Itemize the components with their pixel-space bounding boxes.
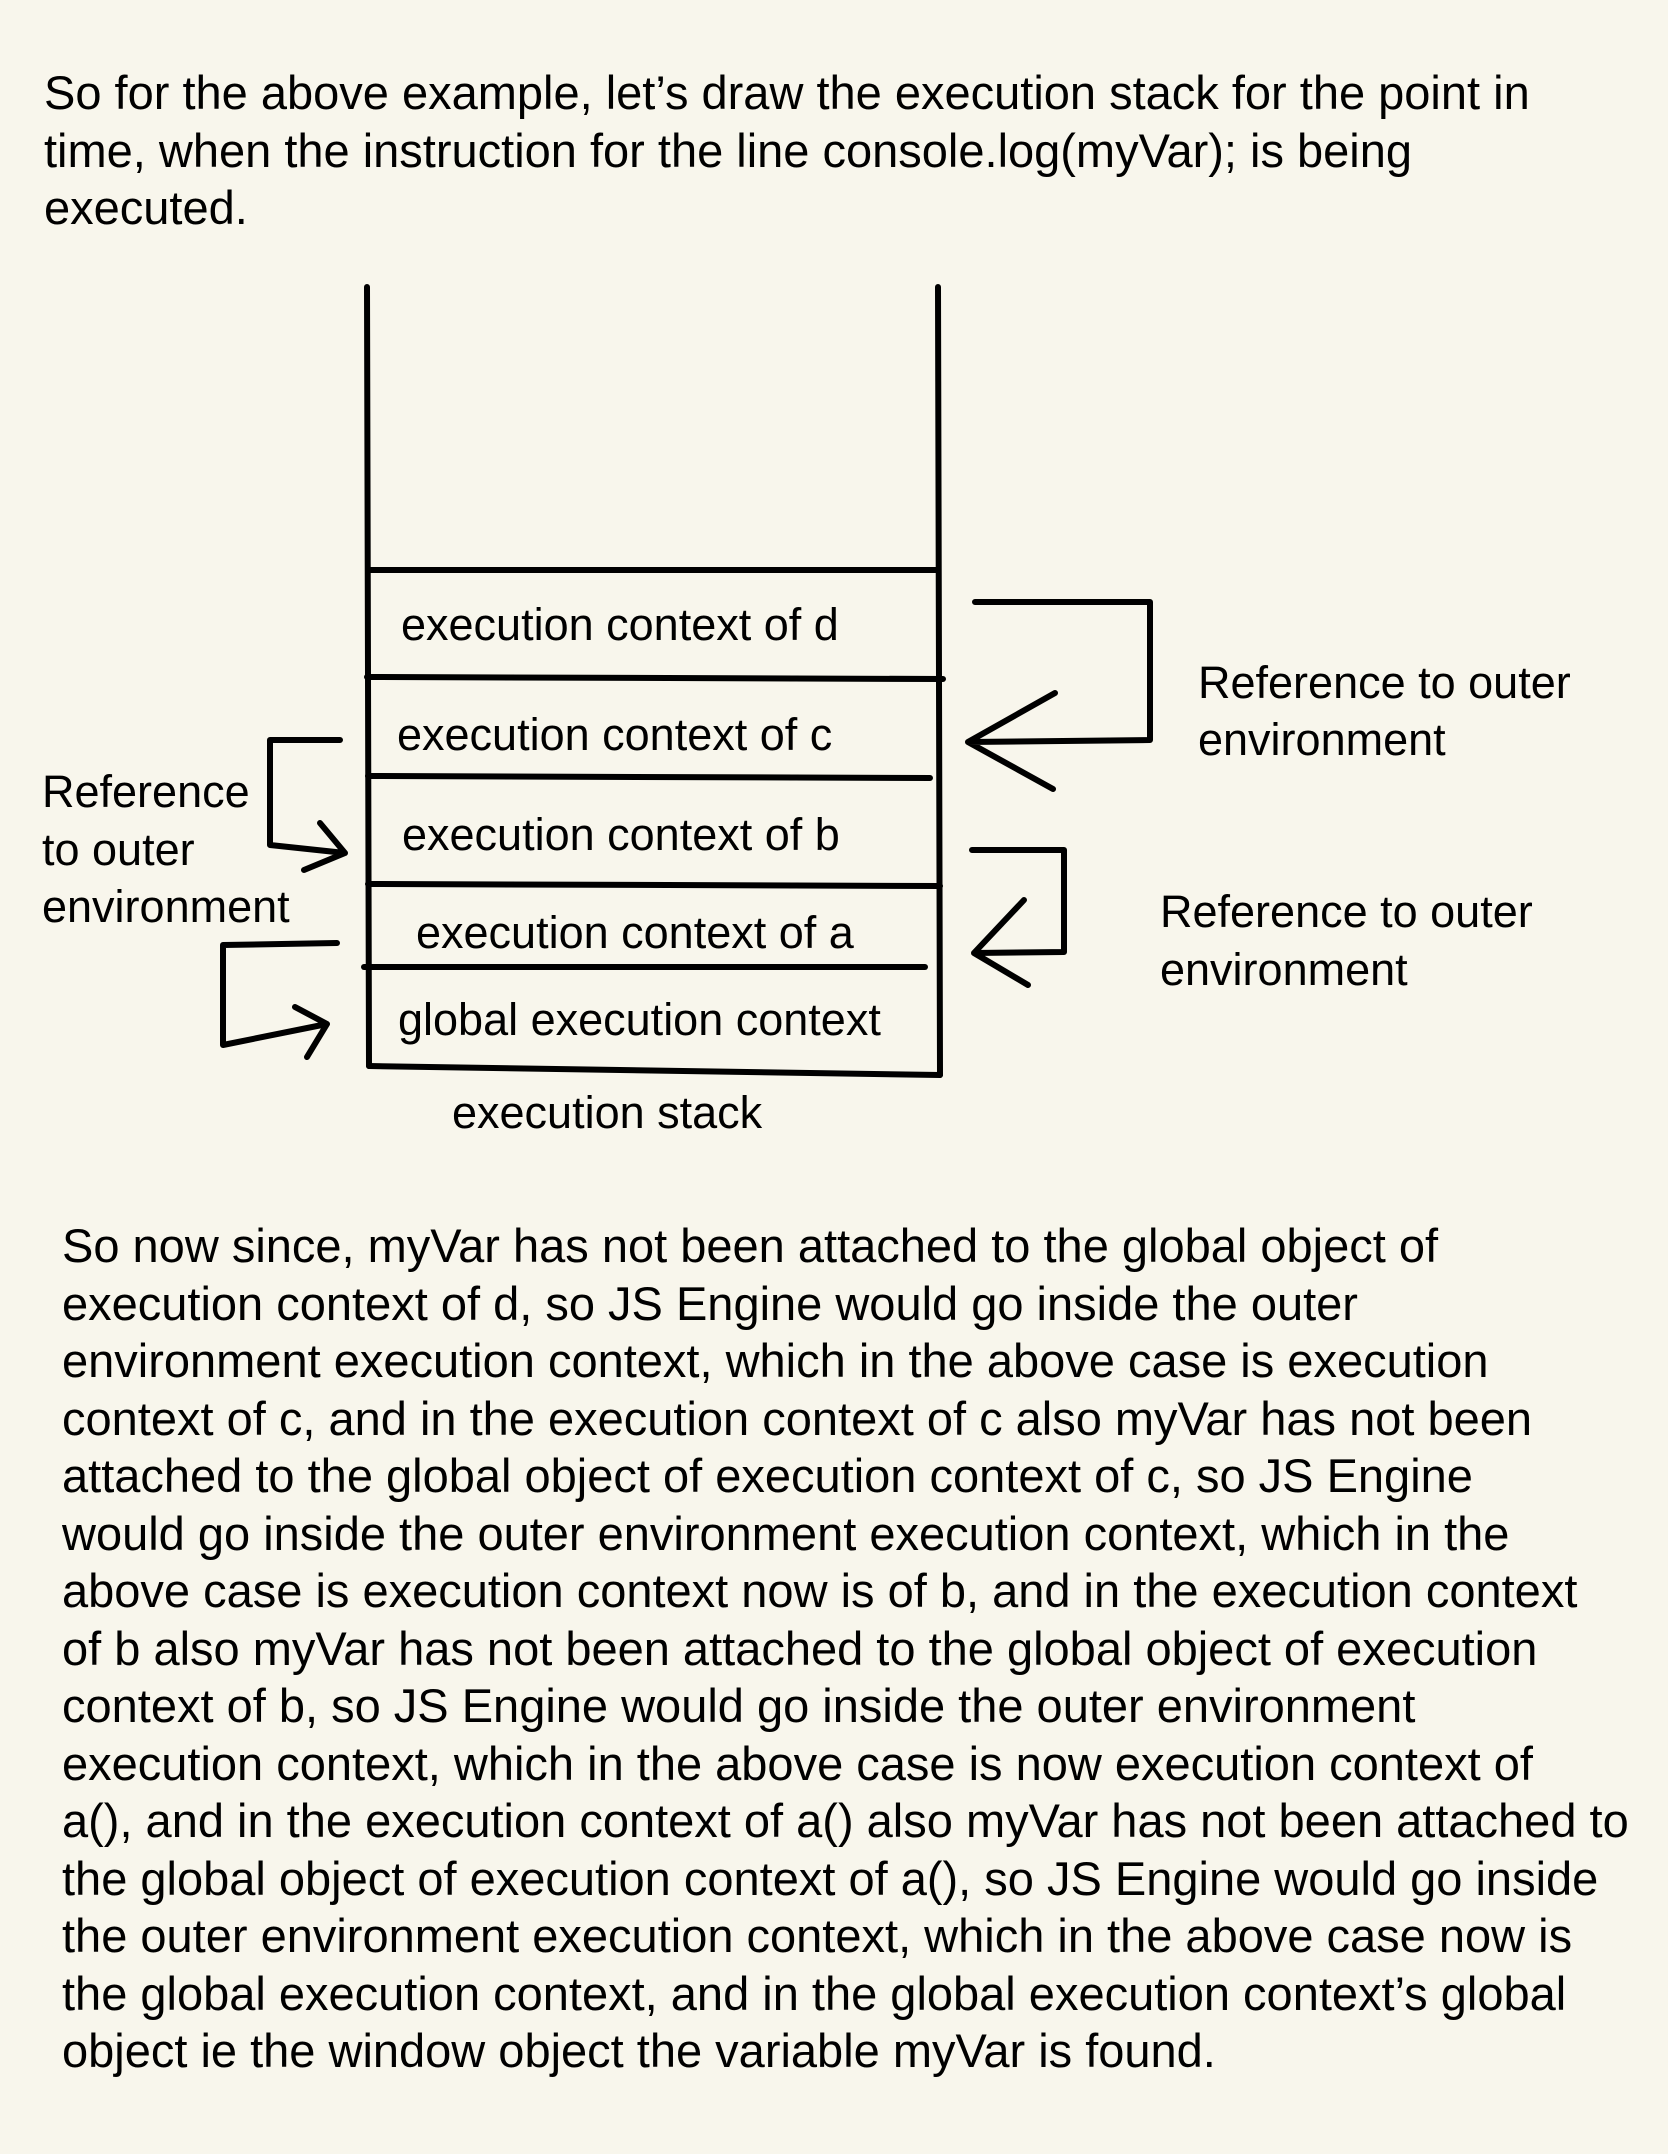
intro-line: time, when the instruction for the line … <box>44 123 1413 177</box>
annotation-line: to outer <box>42 824 195 875</box>
explanation-line: execution context of d, so JS Engine wou… <box>62 1276 1358 1330</box>
explanation-line: would go inside the outer environment ex… <box>62 1506 1510 1560</box>
outer-reference-arrow-c-to-b <box>267 737 348 873</box>
execution-stack-diagram: execution context of d execution context… <box>42 284 1571 1138</box>
annotation-line: Reference <box>42 766 250 817</box>
stack-divider <box>364 674 946 682</box>
explanation-line: the global object of execution context o… <box>62 1851 1599 1905</box>
explanation-line: environment execution context, which in … <box>62 1334 1489 1387</box>
annotation-line: Reference to outer <box>1198 657 1571 708</box>
explanation-line: above case is execution context now is o… <box>62 1564 1578 1617</box>
outer-reference-annotation-upper: Reference to outer environment <box>1198 657 1571 765</box>
stack-frame-label: execution context of b <box>402 809 840 860</box>
intro-line: executed. <box>44 181 248 234</box>
stack-base <box>366 1063 943 1078</box>
stack-frame-label: execution context of d <box>401 599 839 650</box>
stack-frame-label: execution context of a <box>416 907 855 958</box>
intro-paragraph: So for the above example, let’s draw the… <box>44 64 1530 237</box>
annotation-line: environment <box>42 881 290 932</box>
explanation-line: execution context, which in the above ca… <box>62 1736 1533 1790</box>
stack-frame-label: global execution context <box>398 994 881 1045</box>
explanation-line: a(), and in the execution context of a()… <box>62 1794 1629 1847</box>
explanation-line: context of b, so JS Engine would go insi… <box>62 1679 1416 1732</box>
explanation-line: of b also myVar has not been attached to… <box>62 1621 1538 1675</box>
outer-reference-annotation-left: Reference to outer environment <box>42 766 290 932</box>
outer-reference-arrow-a-to-global <box>220 940 340 1060</box>
explanation-paragraph: So now since, myVar has not been attache… <box>62 1217 1629 2080</box>
annotation-line: Reference to outer <box>1160 886 1533 937</box>
outer-reference-arrow-d-to-c <box>965 599 1153 792</box>
intro-line: So for the above example, let’s draw the… <box>44 66 1530 119</box>
explanation-line: the global execution context, and in the… <box>62 1966 1567 2020</box>
explanation-line: context of c, and in the execution conte… <box>62 1391 1533 1445</box>
annotation-line: environment <box>1198 714 1446 765</box>
stack-caption: execution stack <box>452 1087 763 1138</box>
explanation-line: the outer environment execution context,… <box>62 1909 1573 1962</box>
explanation-line: object ie the window object the variable… <box>62 2024 1216 2077</box>
stack-divider <box>365 773 933 781</box>
outer-reference-annotation-lower: Reference to outer environment <box>1160 886 1533 995</box>
explanation-line: attached to the global object of executi… <box>62 1449 1473 1502</box>
outer-reference-arrow-b-to-a <box>969 847 1067 988</box>
stack-frame-label: execution context of c <box>397 709 832 760</box>
explanation-line: So now since, myVar has not been attache… <box>62 1219 1439 1272</box>
annotation-line: environment <box>1160 944 1408 995</box>
stack-divider <box>365 881 943 889</box>
